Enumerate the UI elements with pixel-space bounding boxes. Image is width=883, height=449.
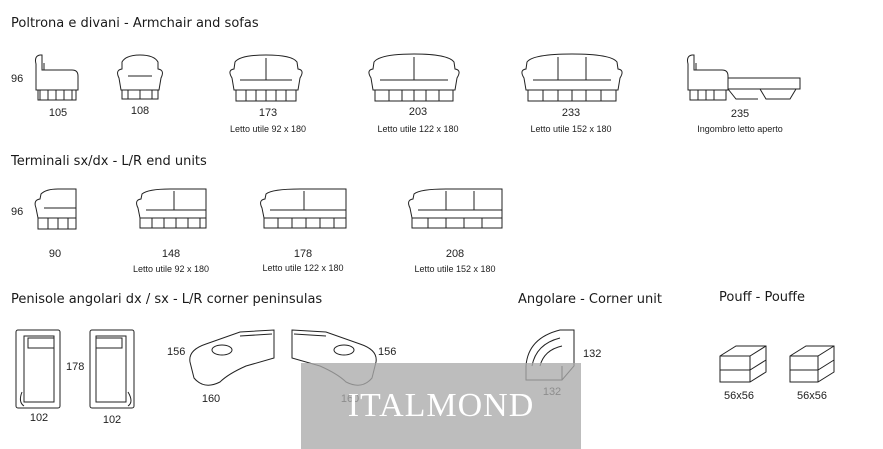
armchairs-caption-3: Letto utile 92 x 180 (229, 124, 307, 134)
end-unit-small-drawing (34, 188, 77, 230)
armchairs-width-5: 233 (561, 107, 581, 119)
armchairs-caption-5: Letto utile 152 x 180 (530, 124, 612, 134)
sofa-bed-open-drawing (687, 54, 801, 101)
end-units-width-4: 208 (445, 248, 465, 260)
peninsula-right-top-drawing (89, 329, 135, 409)
section-title-corner: Angolare - Corner unit (518, 292, 662, 307)
armchair-side-drawing (35, 54, 79, 101)
corner-depth-label: 132 (583, 348, 602, 360)
chaise-left-depth: 156 (167, 346, 186, 358)
pouffe-right-size: 56x56 (797, 390, 827, 402)
watermark-box: ITALMOND (301, 363, 581, 449)
peninsula-right-width: 102 (102, 414, 122, 426)
chaise-curved-left-drawing (189, 329, 275, 386)
armchairs-height-label: 96 (11, 73, 24, 85)
watermark-text: ITALMOND (347, 387, 535, 424)
end-units-height-label: 96 (11, 206, 24, 218)
armchairs-width-1: 105 (48, 107, 68, 119)
armchairs-caption-6: Ingombro letto aperto (697, 124, 783, 134)
end-unit-148-drawing (136, 188, 207, 229)
armchairs-width-4: 203 (408, 106, 428, 118)
section-title-pouff: Pouff - Pouffe (719, 290, 806, 305)
armchairs-caption-4: Letto utile 122 x 180 (377, 124, 459, 134)
pouffe-left-size: 56x56 (724, 390, 754, 402)
sofa-3-seat-drawing (521, 53, 623, 102)
armchairs-width-3: 173 (258, 107, 278, 119)
end-unit-208-drawing (408, 188, 503, 229)
section-title-end-units: Terminali sx/dx - L/R end units (11, 154, 207, 169)
end-units-caption-4: Letto utile 152 x 180 (414, 264, 496, 274)
end-units-width-3: 178 (293, 248, 313, 260)
sofa-2-seat-large-drawing (368, 53, 460, 102)
section-title-peninsulas: Penisole angolari dx / sx - L/R corner p… (11, 292, 323, 307)
armchairs-width-2: 108 (130, 105, 150, 117)
end-units-caption-2: Letto utile 92 x 180 (132, 264, 210, 274)
peninsula-left-top-drawing (15, 329, 61, 409)
end-units-width-1: 90 (48, 248, 62, 260)
pouffe-right-drawing (789, 345, 835, 383)
end-units-width-2: 148 (161, 248, 181, 260)
chaise-right-depth: 156 (378, 346, 397, 358)
pouffe-left-drawing (719, 345, 767, 383)
peninsula-left-width: 102 (29, 412, 49, 424)
armchair-front-drawing (117, 54, 163, 100)
armchairs-width-6: 235 (730, 108, 750, 120)
section-title-armchairs: Poltrona e divani - Armchair and sofas (11, 16, 259, 31)
end-unit-178-drawing (260, 188, 347, 229)
sofa-2-seat-drawing (229, 54, 303, 102)
chaise-left-width: 160 (201, 393, 221, 405)
end-units-caption-3: Letto utile 122 x 180 (262, 263, 344, 273)
peninsula-length-label: 178 (66, 361, 85, 373)
